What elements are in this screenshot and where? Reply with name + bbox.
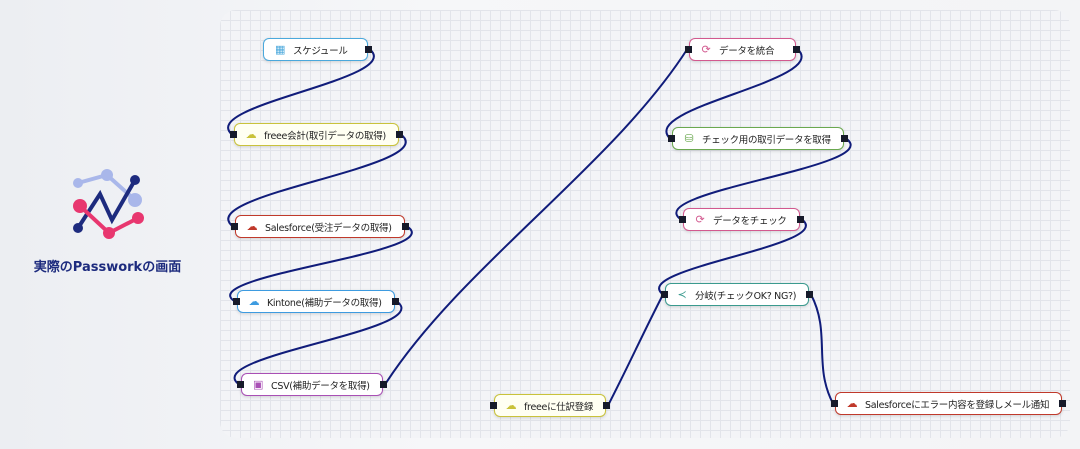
branch-icon: ≺ [677, 288, 687, 301]
input-handle[interactable] [230, 131, 237, 138]
output-handle[interactable] [796, 216, 804, 223]
output-handle[interactable] [391, 298, 399, 305]
output-handle[interactable] [1059, 400, 1067, 407]
cloud-icon: ☁ [505, 399, 517, 412]
csv-icon: ▣ [252, 378, 264, 391]
node-label: freeeに仕訳登録 [524, 401, 594, 413]
node-label: 分岐(チェックOK? NG?) [695, 290, 797, 302]
node-label: Salesforceにエラー内容を登録しメール通知 [865, 399, 1050, 411]
output-handle[interactable] [793, 46, 800, 53]
node-label: チェック用の取引データを取得 [702, 134, 831, 146]
input-handle[interactable] [231, 223, 238, 230]
refresh-icon: ⟳ [695, 213, 705, 226]
output-handle[interactable] [401, 223, 409, 230]
workflow-node[interactable]: ▦ スケジュール [263, 38, 372, 61]
workflow-node[interactable]: ☁ Kintone(補助データの取得) [233, 290, 399, 313]
input-handle[interactable] [490, 402, 497, 409]
workflow-node[interactable]: ⟳ データをチェック [679, 208, 804, 231]
workflow-node[interactable]: ☁ Salesforceにエラー内容を登録しメール通知 [831, 392, 1067, 415]
caption: 実際のPassworkの画面 [33, 260, 182, 275]
calendar-icon: ▦ [274, 43, 286, 56]
node-label: データをチェック [713, 215, 787, 227]
workflow-node[interactable]: ≺ 分岐(チェックOK? NG?) [661, 283, 814, 306]
cloud-icon: ☁ [846, 397, 858, 410]
brand-panel: 実際のPassworkの画面 [0, 0, 215, 449]
workflow-node[interactable]: ☁ Salesforce(受注データの取得) [231, 215, 409, 238]
node-label: Kintone(補助データの取得) [267, 297, 382, 309]
node-label: スケジュール [293, 45, 348, 57]
output-handle[interactable] [395, 131, 403, 138]
input-handle[interactable] [831, 400, 838, 407]
output-handle[interactable] [603, 402, 611, 409]
refresh-icon: ⟳ [701, 43, 711, 56]
output-handle[interactable] [379, 381, 387, 388]
database-icon: ⛁ [684, 132, 694, 145]
workflow-node[interactable]: ⟳ データを統合 [685, 38, 800, 61]
workflow-node[interactable]: ☁ freee会計(取引データの取得) [230, 123, 403, 146]
node-label: Salesforce(受注データの取得) [265, 222, 392, 234]
node-label: データを統合 [719, 45, 775, 57]
workflow-node[interactable]: ☁ freeeに仕訳登録 [490, 394, 611, 417]
cloud-icon: ☁ [246, 220, 258, 233]
input-handle[interactable] [233, 298, 240, 305]
workflow-node[interactable]: ▣ CSV(補助データを取得) [237, 373, 387, 396]
input-handle[interactable] [237, 381, 244, 388]
cloud-icon: ☁ [245, 128, 257, 141]
input-handle[interactable] [668, 135, 675, 142]
input-handle[interactable] [679, 216, 686, 223]
output-handle[interactable] [365, 46, 372, 53]
cloud-icon: ☁ [248, 295, 260, 308]
passwork-logo-icon [73, 169, 144, 239]
output-handle[interactable] [840, 135, 848, 142]
input-handle[interactable] [685, 46, 692, 53]
node-label: freee会計(取引データの取得) [264, 130, 386, 142]
input-handle[interactable] [661, 291, 668, 298]
workflow-node[interactable]: ⛁ チェック用の取引データを取得 [668, 127, 848, 150]
output-handle[interactable] [806, 291, 814, 298]
node-label: CSV(補助データを取得) [271, 380, 370, 392]
